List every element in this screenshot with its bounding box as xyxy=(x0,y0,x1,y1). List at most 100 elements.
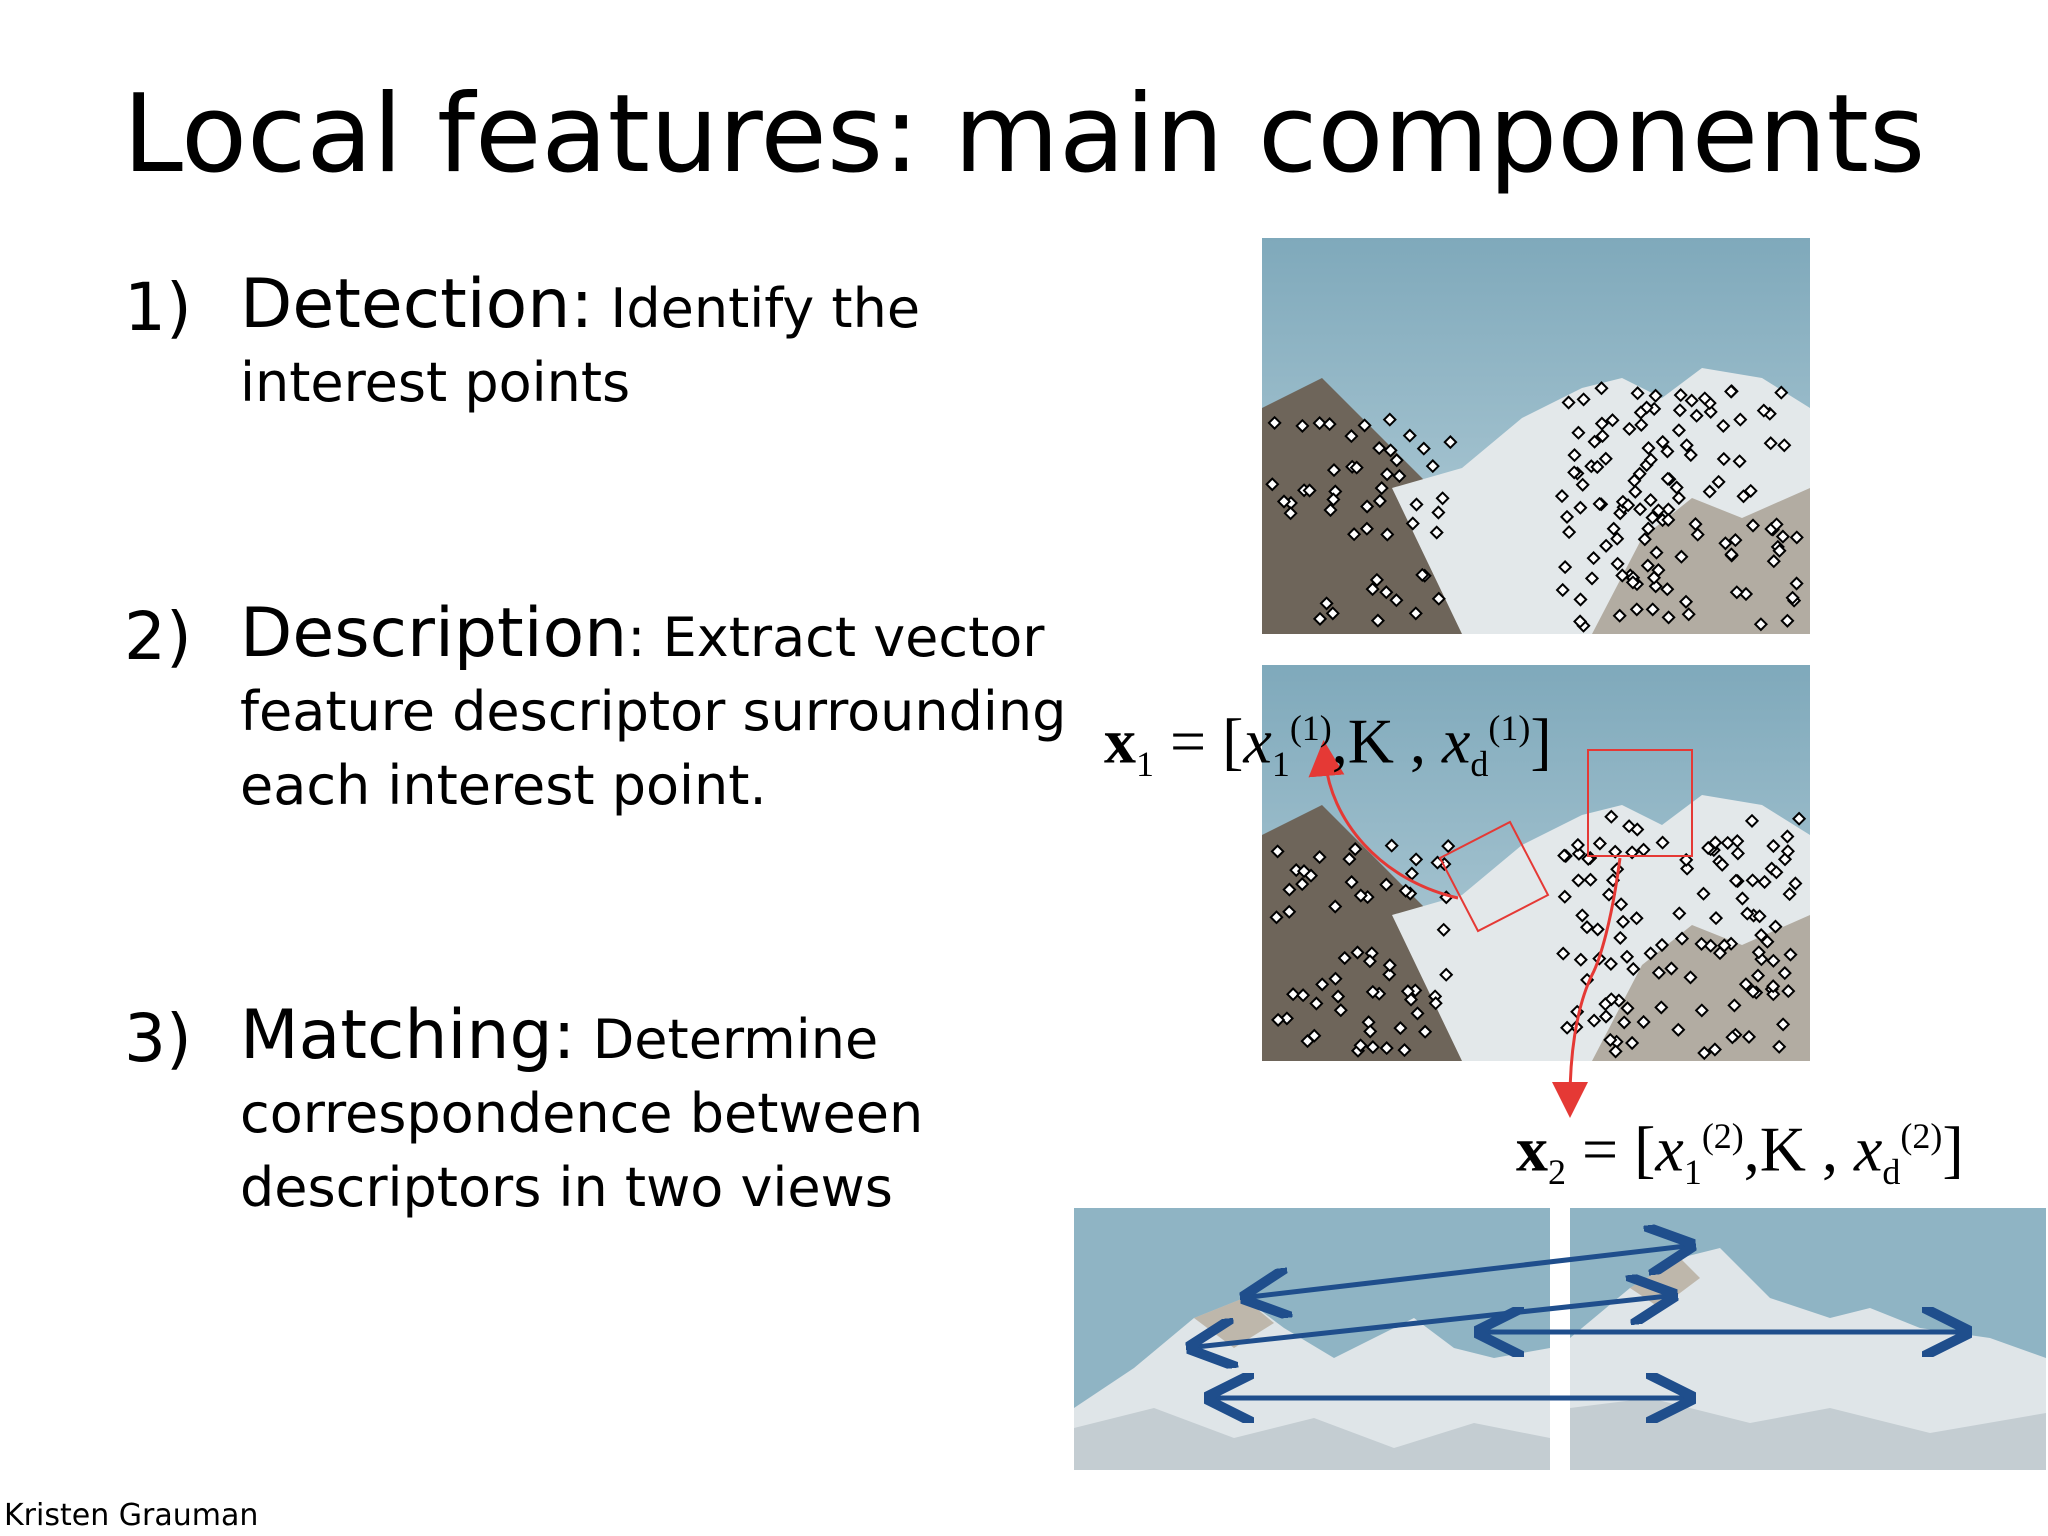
keypoint-marker xyxy=(1654,1000,1669,1015)
keypoint-marker xyxy=(1579,920,1595,935)
keypoint-marker xyxy=(1408,606,1423,621)
keypoint-marker xyxy=(1694,1003,1709,1018)
keypoint-marker xyxy=(1571,873,1586,888)
keypoint-marker xyxy=(1400,984,1415,999)
last-subscript: d xyxy=(1470,744,1489,785)
keypoint-marker xyxy=(1718,536,1733,551)
element-superscript: (2) xyxy=(1701,1116,1744,1156)
keypoint-marker xyxy=(1716,418,1731,433)
ellipsis-sep: ,K , xyxy=(1743,1113,1839,1185)
last-superscript: (1) xyxy=(1488,708,1531,748)
keypoint-marker xyxy=(1269,910,1284,925)
keypoint-marker xyxy=(1630,386,1645,401)
keypoint-marker xyxy=(1590,459,1605,475)
descriptor-arrow-1 xyxy=(1308,740,1459,900)
keypoint-marker xyxy=(1645,602,1660,617)
keypoint-marker xyxy=(1651,503,1666,518)
keypoint-marker xyxy=(1415,567,1430,582)
keypoint-marker xyxy=(1570,837,1585,853)
step-heading: Matching: xyxy=(240,996,576,1075)
keypoint-marker xyxy=(1633,502,1648,517)
keypoint-marker xyxy=(1383,443,1398,458)
keypoint-marker xyxy=(1405,516,1420,531)
keypoint-marker xyxy=(1757,874,1772,890)
element-superscript: (1) xyxy=(1289,708,1332,748)
keypoint-marker xyxy=(1592,496,1607,511)
keypoint-marker xyxy=(1398,883,1413,898)
step-line1: : Extract vector xyxy=(627,606,1045,669)
keypoint-marker xyxy=(1603,956,1618,971)
keypoint-marker xyxy=(1727,998,1742,1013)
keypoint-marker xyxy=(1674,549,1689,564)
keypoint-marker xyxy=(1286,987,1301,1002)
last-superscript: (2) xyxy=(1900,1116,1943,1156)
keypoint-marker xyxy=(1777,966,1792,981)
keypoint-marker xyxy=(1361,1015,1376,1030)
element-subscript: 1 xyxy=(1683,1152,1702,1193)
keypoint-marker xyxy=(1766,554,1781,569)
element-subscript: 1 xyxy=(1271,744,1290,785)
keypoint-markers xyxy=(1269,809,1807,1061)
keypoint-marker xyxy=(1439,967,1454,982)
keypoint-marker xyxy=(1347,527,1362,542)
keypoint-marker xyxy=(1562,525,1577,540)
keypoint-marker xyxy=(1783,947,1798,962)
keypoint-marker xyxy=(1708,835,1723,850)
step-number: 3) xyxy=(124,1000,192,1077)
keypoint-marker xyxy=(1312,611,1328,626)
keypoint-marker xyxy=(1694,936,1709,951)
keypoint-marker xyxy=(1679,438,1694,453)
keypoint-marker xyxy=(1382,412,1397,427)
keypoint-marker xyxy=(1789,576,1804,591)
author-credit: Kristen Grauman xyxy=(4,1498,259,1533)
keypoint-marker xyxy=(1554,489,1570,504)
keypoint-marker xyxy=(1573,952,1588,967)
step-heading: Detection: xyxy=(240,265,594,344)
keypoint-marker xyxy=(1560,1020,1575,1035)
keypoint-marker xyxy=(1696,886,1711,901)
keypoint-marker xyxy=(1601,887,1617,902)
keypoint-marker xyxy=(1590,922,1605,937)
keypoint-marker xyxy=(1671,1022,1686,1037)
keypoint-marker xyxy=(1382,958,1397,973)
keypoint-marker xyxy=(1637,532,1652,547)
keypoint-marker xyxy=(1326,492,1341,507)
keypoint-marker xyxy=(1397,1043,1412,1058)
keypoint-marker xyxy=(1312,850,1327,865)
keypoint-marker xyxy=(1680,861,1695,876)
keypoint-marker xyxy=(1661,502,1676,517)
keypoint-marker xyxy=(1402,428,1417,443)
keypoint-marker xyxy=(1679,852,1694,867)
keypoint-marker xyxy=(1418,1024,1433,1039)
keypoint-marker xyxy=(1328,971,1343,986)
keypoint-marker xyxy=(1409,852,1424,867)
keypoint-marker xyxy=(1745,984,1761,999)
keypoint-marker xyxy=(1592,836,1607,851)
keypoint-marker xyxy=(1380,467,1395,482)
keypoint-marker xyxy=(1613,930,1628,945)
keypoint-marker xyxy=(1689,408,1704,423)
keypoint-marker xyxy=(1265,477,1280,492)
keypoint-marker xyxy=(1363,1024,1378,1039)
step-line1: Determine xyxy=(575,1008,879,1071)
step-line2: feature descriptor surrounding xyxy=(240,680,1067,743)
descriptor-arrow-2 xyxy=(1552,857,1622,1118)
step-line3: each interest point. xyxy=(240,754,767,817)
keypoint-marker xyxy=(1752,909,1767,924)
keypoint-marker xyxy=(1271,1012,1286,1027)
keypoint-marker xyxy=(1372,493,1387,509)
keypoint-marker xyxy=(1362,954,1377,969)
keypoint-marker xyxy=(1296,988,1311,1003)
keypoint-marker xyxy=(1372,441,1387,456)
keypoint-marker xyxy=(1655,434,1670,450)
keypoint-marker xyxy=(1715,857,1730,872)
keypoint-marker xyxy=(1660,582,1675,597)
keypoint-marker xyxy=(1703,938,1718,953)
keypoint-marker xyxy=(1772,543,1787,558)
vector-symbol: x xyxy=(1104,705,1136,777)
keypoint-marker xyxy=(1587,1013,1602,1028)
step-line3: descriptors in two views xyxy=(240,1156,893,1219)
keypoint-marker xyxy=(1646,570,1662,585)
keypoint-marker xyxy=(1672,906,1687,921)
keypoint-marker xyxy=(1337,950,1352,966)
